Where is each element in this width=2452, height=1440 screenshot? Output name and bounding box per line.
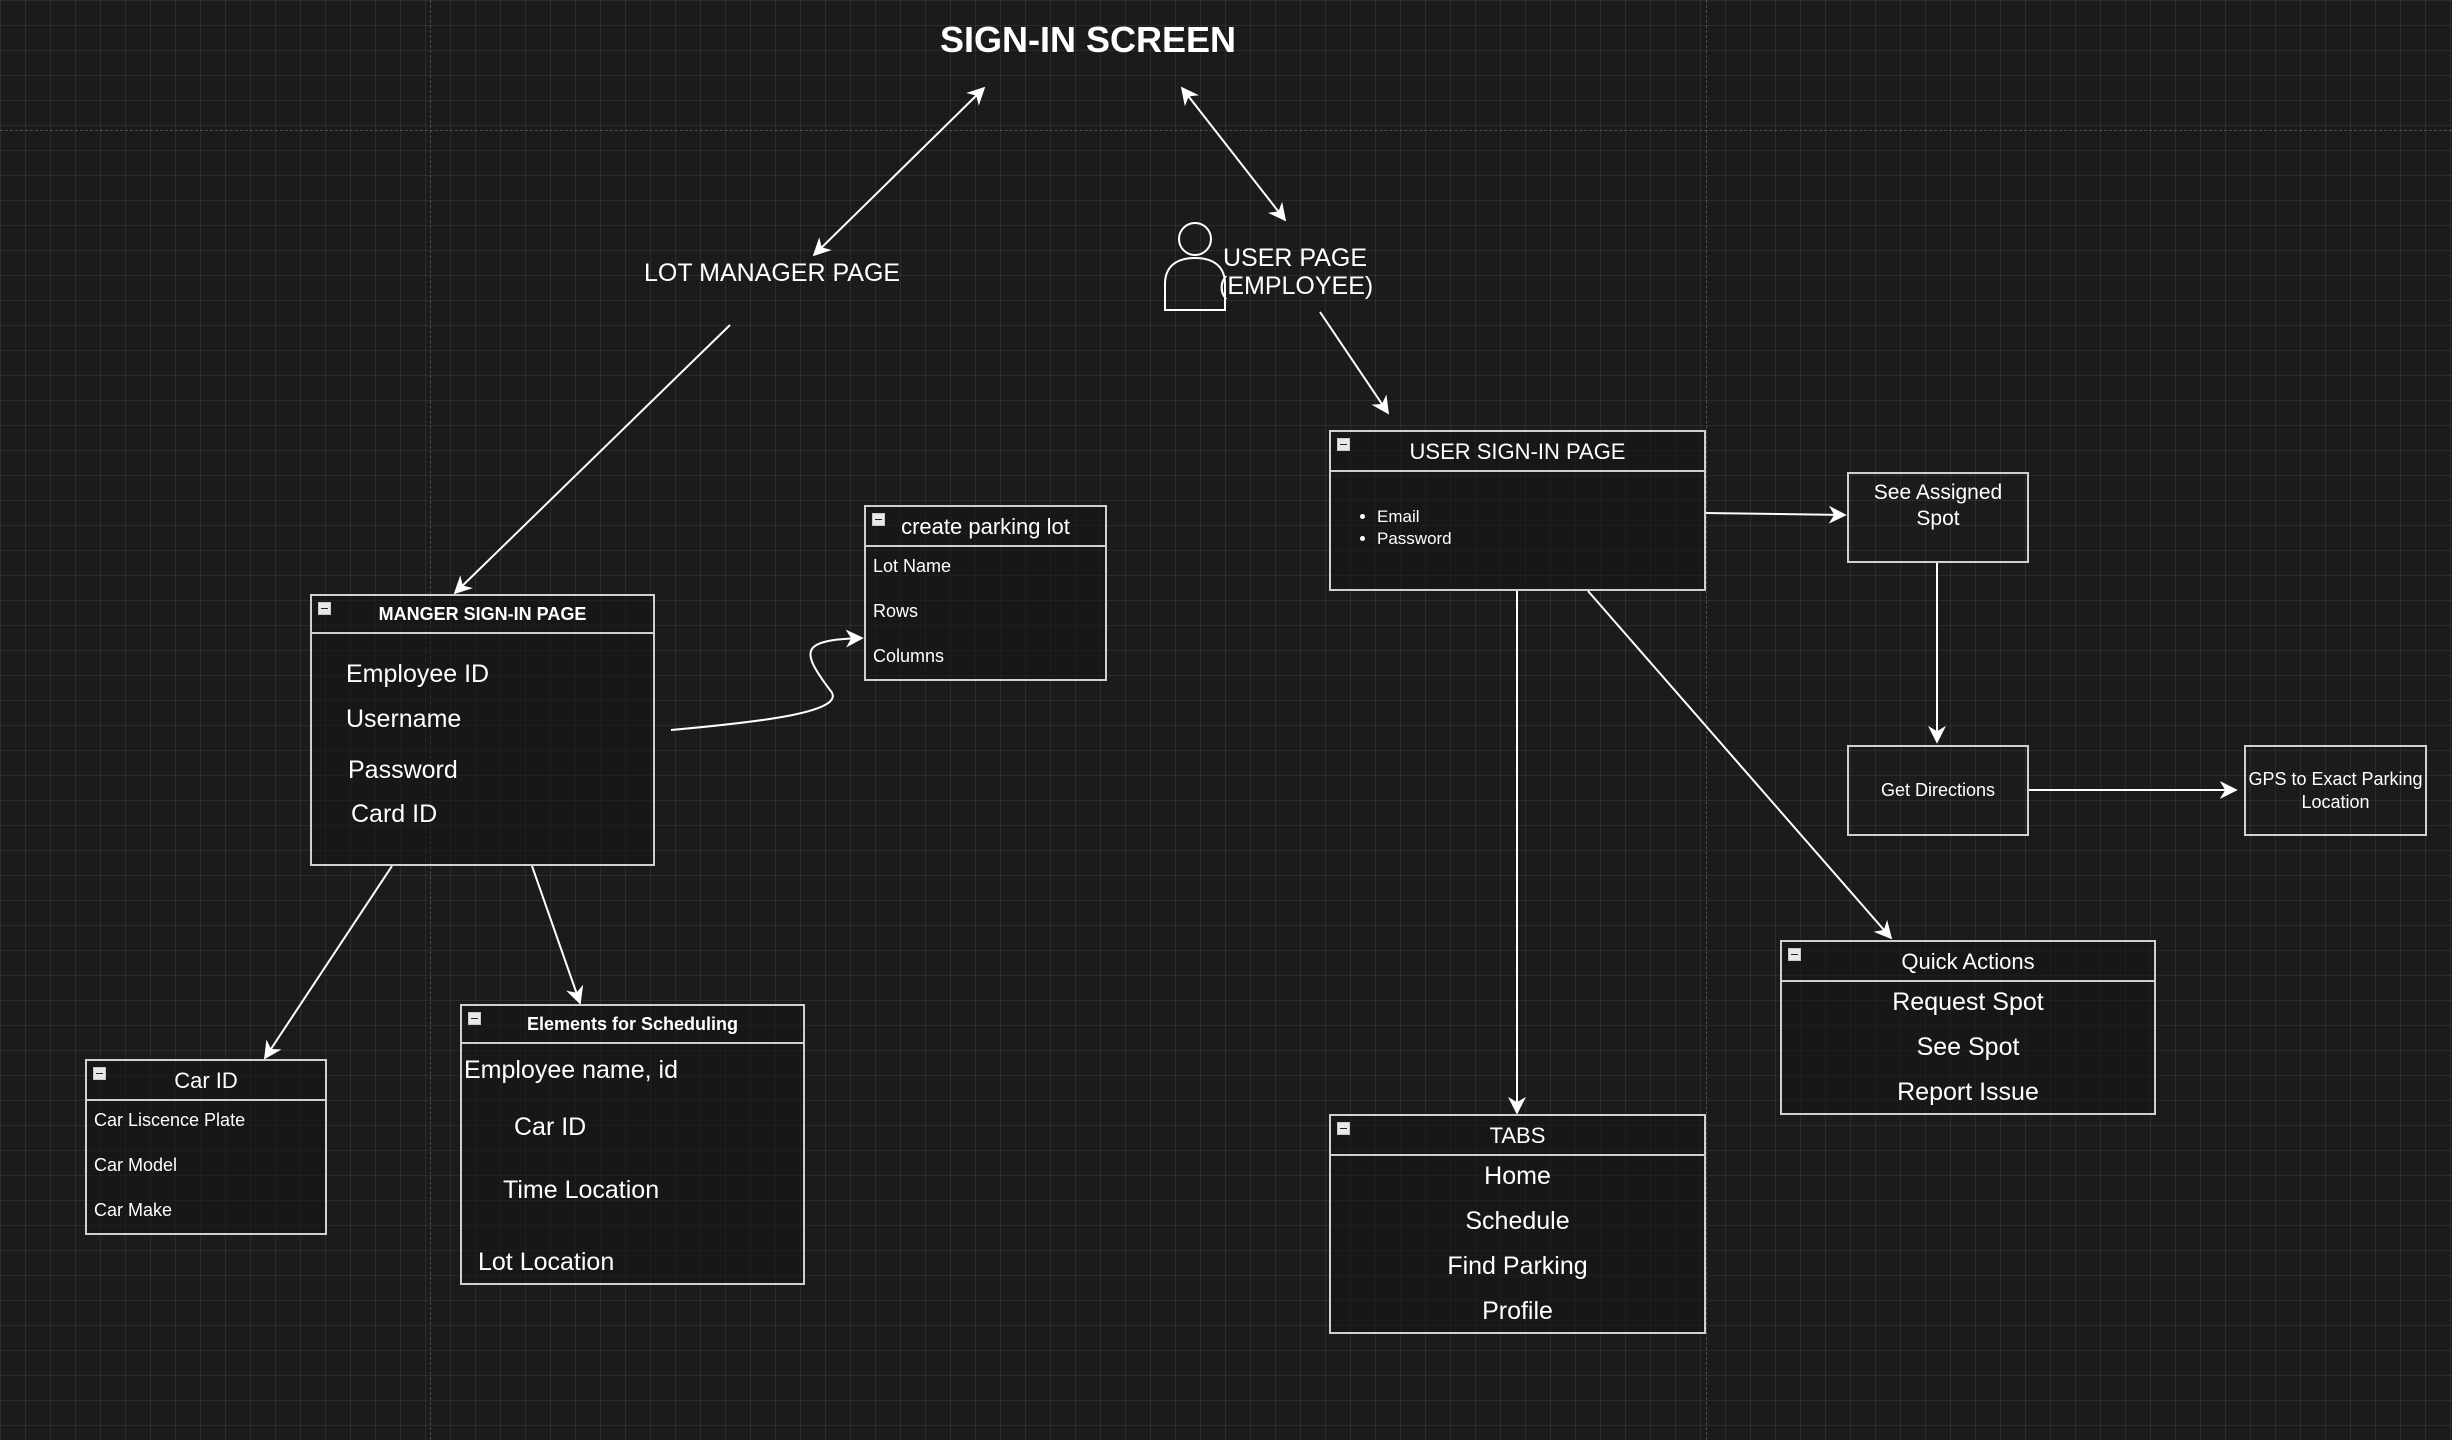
tab-schedule[interactable]: Schedule — [1465, 1207, 1570, 1235]
edge-user-signin-to-assigned-spot — [1704, 505, 1847, 524]
user-field-email: Email — [1377, 506, 1452, 528]
user-signin-container[interactable]: USER SIGN-IN PAGE Email Password — [1329, 430, 1706, 591]
collapse-icon[interactable] — [468, 1012, 481, 1025]
collapse-icon[interactable] — [1788, 948, 1801, 961]
quick-action-see-spot[interactable]: See Spot — [1916, 1033, 2020, 1061]
see-assigned-spot-line2: Spot — [1916, 507, 1960, 531]
scheduling-header: Elements for Scheduling — [462, 1006, 803, 1044]
manager-signin-title: MANGER SIGN-IN PAGE — [378, 604, 587, 624]
quick-action-request-spot[interactable]: Request Spot — [1892, 988, 2044, 1016]
collapse-icon[interactable] — [1337, 438, 1350, 451]
car-id-container[interactable]: Car ID Car Liscence Plate Car Model Car … — [85, 1059, 327, 1235]
create-parking-lot-header: create parking lot — [866, 507, 1105, 547]
person-icon — [1164, 222, 1226, 311]
user-field-password: Password — [1377, 528, 1452, 550]
create-parking-lot-title: create parking lot — [901, 514, 1070, 539]
lot-field-name: Lot Name — [873, 556, 952, 576]
edge-manager-to-car-id — [264, 865, 393, 1060]
see-assigned-spot-line1: See Assigned — [1873, 481, 2003, 504]
get-directions-label: Get Directions — [1880, 780, 1996, 801]
collapse-icon[interactable] — [93, 1067, 106, 1080]
tab-find-parking[interactable]: Find Parking — [1447, 1252, 1588, 1280]
edge-manager-to-scheduling — [531, 865, 584, 1005]
tabs-title: TABS — [1489, 1123, 1546, 1148]
tabs-container[interactable]: TABS Home Schedule Find Parking Profile — [1329, 1114, 1706, 1334]
car-id-header: Car ID — [87, 1061, 325, 1101]
quick-actions-title: Quick Actions — [1901, 949, 2035, 974]
car-field-make: Car Make — [94, 1200, 173, 1220]
edge-title-to-user-page — [1180, 86, 1287, 222]
user-signin-fields: Email Password — [1345, 506, 1452, 550]
page-guide-vertical — [1706, 0, 1707, 1440]
user-signin-header: USER SIGN-IN PAGE — [1331, 432, 1704, 472]
collapse-icon[interactable] — [1337, 1122, 1350, 1135]
edge-lot-manager-to-manager-signin — [453, 324, 731, 595]
tab-profile[interactable]: Profile — [1482, 1297, 1553, 1325]
scheduling-title: Elements for Scheduling — [526, 1014, 739, 1034]
car-field-license-plate: Car Liscence Plate — [94, 1110, 246, 1130]
manager-signin-container[interactable]: MANGER SIGN-IN PAGE Employee ID Username… — [310, 594, 655, 866]
tabs-header: TABS — [1331, 1116, 1704, 1156]
gps-label-line1: GPS to Exact Parking — [2248, 769, 2423, 789]
schedule-field-employee: Employee name, id — [464, 1056, 679, 1084]
get-directions-box[interactable]: Get Directions — [1847, 745, 2029, 836]
manager-field-username: Username — [346, 705, 462, 733]
scheduling-container[interactable]: Elements for Scheduling Employee name, i… — [460, 1004, 805, 1285]
collapse-icon[interactable] — [872, 513, 885, 526]
collapse-icon[interactable] — [318, 602, 331, 615]
edge-user-page-to-user-signin — [1319, 311, 1390, 415]
edge-manager-to-create-lot — [670, 629, 864, 731]
create-parking-lot-container[interactable]: create parking lot Lot Name Rows Columns — [864, 505, 1107, 681]
lot-field-rows: Rows — [873, 601, 919, 621]
car-id-title: Car ID — [174, 1068, 238, 1093]
quick-actions-header: Quick Actions — [1782, 942, 2154, 982]
see-assigned-spot-box[interactable]: See Assigned Spot — [1847, 472, 2029, 563]
diagram-title: SIGN-IN SCREEN — [940, 19, 1237, 60]
schedule-field-car-id: Car ID — [514, 1113, 587, 1141]
car-field-model: Car Model — [94, 1155, 178, 1175]
edge-title-to-lot-manager — [812, 86, 986, 257]
manager-field-employee-id: Employee ID — [346, 660, 490, 688]
user-page-label-line1: USER PAGE — [1223, 244, 1368, 272]
schedule-field-lot-location: Lot Location — [478, 1248, 615, 1276]
manager-field-card-id: Card ID — [351, 800, 438, 828]
manager-field-password: Password — [348, 756, 458, 784]
edge-user-signin-to-quick-actions — [1587, 590, 1893, 940]
user-page-label-line2: (EMPLOYEE) — [1219, 272, 1374, 300]
quick-actions-container[interactable]: Quick Actions Request Spot See Spot Repo… — [1780, 940, 2156, 1115]
gps-label-line2: Location — [2301, 791, 2370, 812]
quick-action-report-issue[interactable]: Report Issue — [1897, 1078, 2039, 1106]
user-signin-title: USER SIGN-IN PAGE — [1409, 439, 1626, 464]
lot-field-columns: Columns — [873, 646, 945, 666]
gps-box[interactable]: GPS to Exact Parking Location — [2244, 745, 2427, 836]
lot-manager-page-label: LOT MANAGER PAGE — [644, 259, 901, 287]
schedule-field-time-location: Time Location — [503, 1176, 660, 1204]
tab-home[interactable]: Home — [1484, 1162, 1551, 1190]
manager-signin-header: MANGER SIGN-IN PAGE — [312, 596, 653, 634]
